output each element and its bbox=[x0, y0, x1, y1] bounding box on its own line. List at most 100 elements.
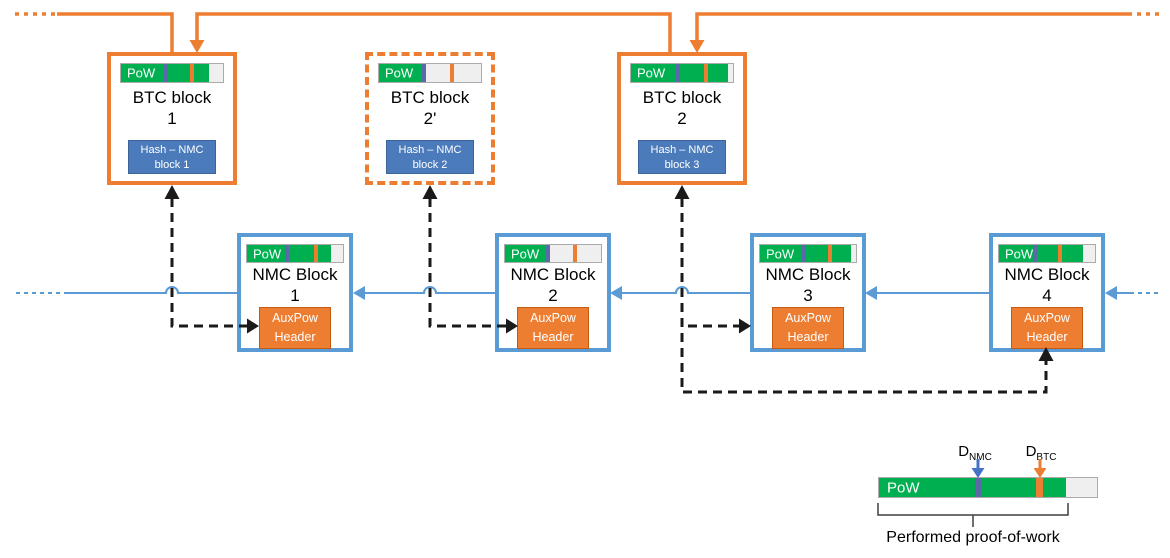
aux-line2: Header bbox=[274, 330, 316, 344]
block-title-text: BTC block bbox=[132, 88, 212, 107]
nmc-block-3: PoW NMC Block 3 AuxPow Header bbox=[750, 233, 866, 352]
pow-marker-btc bbox=[450, 64, 455, 82]
pow-marker-btc bbox=[828, 245, 833, 262]
block-title-text: NMC Block bbox=[765, 265, 851, 284]
arrowhead-into-nmc1 bbox=[353, 286, 365, 300]
auxpow-header-box: AuxPow Header bbox=[259, 307, 331, 349]
d-base: D bbox=[958, 443, 970, 460]
block-title: NMC Block 1 bbox=[241, 264, 349, 306]
aux-line2: Header bbox=[1026, 330, 1068, 344]
nmc1-prev-pointer bbox=[66, 286, 237, 294]
block-number: 1 bbox=[290, 286, 300, 305]
btc-block-2-prime: PoW BTC block 2' Hash – NMC block 2 bbox=[365, 52, 495, 185]
block-number: 2 bbox=[548, 286, 558, 305]
d-sub: NMC bbox=[969, 452, 992, 463]
aux-line2: Header bbox=[532, 330, 574, 344]
pow-label: PoW bbox=[385, 65, 414, 81]
auxpow-header-box: AuxPow Header bbox=[772, 307, 844, 349]
hash-line1: Hash – NMC bbox=[398, 144, 462, 156]
nmc3-to-nmc2-link bbox=[621, 286, 750, 294]
pow-label: PoW bbox=[253, 246, 282, 261]
aux-line1: AuxPow bbox=[530, 311, 576, 325]
block-number: 4 bbox=[1042, 286, 1052, 305]
block-number: 3 bbox=[803, 286, 813, 305]
pow-marker-btc bbox=[573, 245, 578, 262]
block-title-text: BTC block bbox=[390, 88, 470, 107]
pow-marker-nmc bbox=[163, 64, 168, 82]
d-base: D bbox=[1025, 443, 1037, 460]
pow-label: PoW bbox=[766, 246, 795, 261]
pow-label: PoW bbox=[127, 65, 156, 81]
hash-line2: block 1 bbox=[154, 159, 190, 171]
aux-line1: AuxPow bbox=[785, 311, 831, 325]
difficulty-btc-label: DBTC bbox=[1008, 443, 1074, 463]
legend-caption: Performed proof-of-work bbox=[886, 529, 1060, 546]
pow-marker-nmc bbox=[421, 64, 426, 82]
nmc-block-4: PoW NMC Block 4 AuxPow Header bbox=[989, 233, 1105, 352]
hash-line1: Hash – NMC bbox=[140, 144, 204, 156]
hash-line2: block 2 bbox=[412, 159, 448, 171]
hash-nmc-box: Hash – NMC block 1 bbox=[128, 140, 216, 174]
aux-line1: AuxPow bbox=[1024, 311, 1070, 325]
pow-marker-btc bbox=[1035, 478, 1043, 497]
pow-bar: PoW bbox=[759, 244, 857, 263]
arrowhead-into-nmc4 bbox=[1105, 286, 1117, 300]
nmc-block-1: PoW NMC Block 1 AuxPow Header bbox=[237, 233, 353, 352]
pow-marker-nmc bbox=[546, 245, 551, 262]
btc-chain-connectors bbox=[15, 12, 1162, 53]
pow-green-fill bbox=[379, 64, 423, 82]
pow-marker-nmc bbox=[802, 245, 807, 262]
btc-block-2: PoW BTC block 2 Hash – NMC block 3 bbox=[617, 52, 747, 185]
pow-label: PoW bbox=[887, 479, 920, 496]
block-title-text: BTC block bbox=[642, 88, 722, 107]
block-title: NMC Block 3 bbox=[754, 264, 862, 306]
pow-label: PoW bbox=[1005, 246, 1034, 261]
block-title: NMC Block 2 bbox=[499, 264, 607, 306]
difficulty-nmc-label: DNMC bbox=[942, 443, 1008, 463]
arrowhead-into-nmc2 bbox=[610, 286, 622, 300]
pow-marker-nmc bbox=[285, 245, 290, 262]
hash-line1: Hash – NMC bbox=[650, 144, 714, 156]
arrowhead-up-into-btc2p-hash bbox=[422, 185, 438, 199]
pow-label: PoW bbox=[637, 65, 666, 81]
pow-bar: PoW bbox=[998, 244, 1096, 263]
pow-marker-btc bbox=[1058, 245, 1063, 262]
pow-green-fill bbox=[879, 478, 1067, 497]
aux-line1: AuxPow bbox=[272, 311, 318, 325]
block-title: NMC Block 4 bbox=[993, 264, 1101, 306]
pow-marker-btc bbox=[190, 64, 195, 82]
block-title: BTC block 2' bbox=[369, 87, 491, 129]
auxpow-header-box: AuxPow Header bbox=[1011, 307, 1083, 349]
pow-bar: PoW bbox=[630, 63, 734, 83]
pow-label: PoW bbox=[511, 246, 540, 261]
block-title-text: NMC Block bbox=[252, 265, 338, 284]
legend-pow-bar: PoW bbox=[878, 477, 1098, 498]
btc2-to-btc1-link bbox=[195, 12, 672, 52]
block-title-text: NMC Block bbox=[1004, 265, 1090, 284]
next-to-btc2-link bbox=[695, 12, 1128, 42]
pow-bar: PoW bbox=[120, 63, 224, 83]
pow-marker-btc bbox=[704, 64, 709, 82]
block-title: BTC block 1 bbox=[111, 87, 233, 129]
btc-block-1: PoW BTC block 1 Hash – NMC block 1 bbox=[107, 52, 237, 185]
aux-line2: Header bbox=[787, 330, 829, 344]
pow-bar: PoW bbox=[246, 244, 344, 263]
pow-green-fill bbox=[505, 245, 548, 262]
hash-nmc-box: Hash – NMC block 2 bbox=[386, 140, 474, 174]
nmc2-to-nmc1-link bbox=[364, 286, 495, 294]
block-number: 1 bbox=[167, 109, 177, 128]
pow-marker-nmc bbox=[974, 478, 982, 497]
arrowhead-into-nmc3 bbox=[865, 286, 877, 300]
performed-pow-bracket bbox=[877, 503, 1069, 527]
block-number: 2' bbox=[423, 109, 437, 128]
btc1-prev-pointer bbox=[57, 12, 174, 52]
pow-bar: PoW bbox=[504, 244, 602, 263]
d-sub: BTC bbox=[1036, 452, 1057, 463]
block-title-text: NMC Block bbox=[510, 265, 596, 284]
arrowhead-up-into-btc2-hash bbox=[674, 185, 690, 199]
auxpow-header-box: AuxPow Header bbox=[517, 307, 589, 349]
block-number: 2 bbox=[677, 109, 687, 128]
pow-bar: PoW bbox=[378, 63, 482, 83]
arrowhead-up-into-btc1-hash bbox=[164, 185, 180, 199]
